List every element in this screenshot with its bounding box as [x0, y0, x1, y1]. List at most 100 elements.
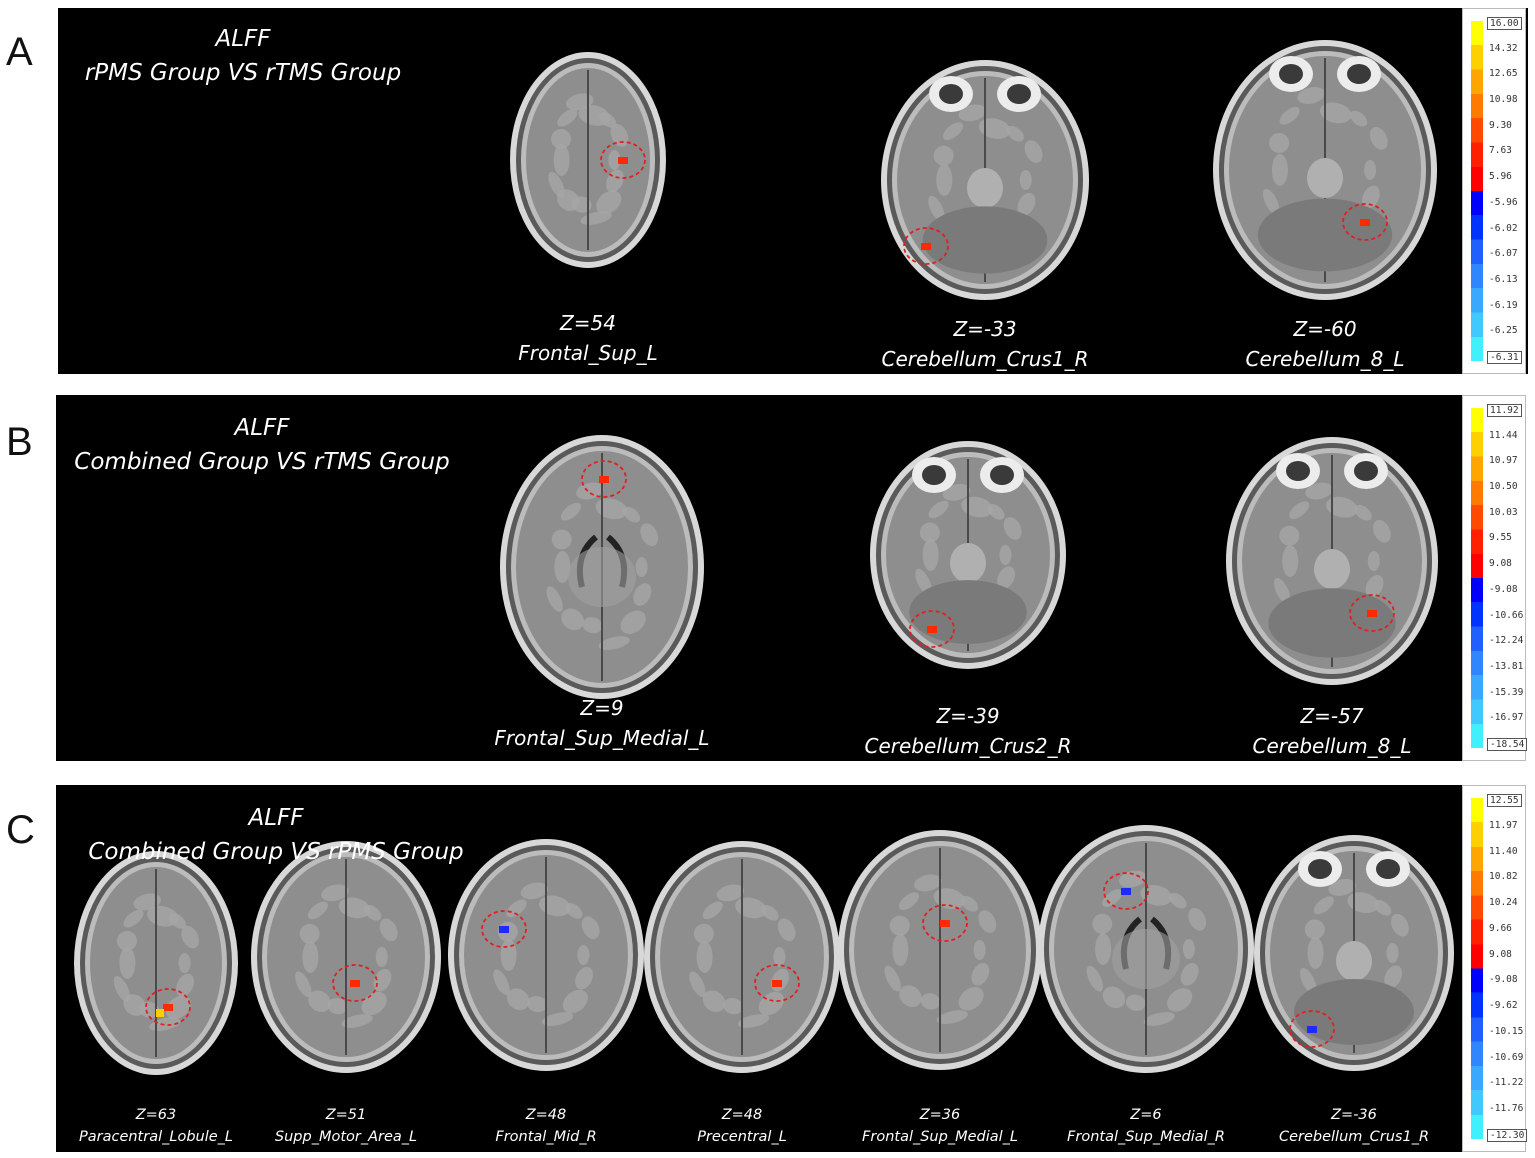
colorbar-tick-label: -5.96	[1489, 196, 1518, 208]
slice-region-name: Supp_Motor_Area_L	[274, 1128, 418, 1145]
slice-z-coordinate: Z=-60	[1293, 317, 1357, 341]
colorbar-tick-label: 9.55	[1489, 532, 1512, 544]
brain-axial-mri-icon	[1213, 40, 1437, 300]
panel-title-measure: ALFF	[248, 805, 304, 831]
colorbar-gradient	[1471, 21, 1483, 361]
panel-title-measure: ALFF	[215, 26, 271, 52]
brain-axial-mri-icon	[74, 851, 238, 1075]
brain-axial-mri-icon	[644, 841, 840, 1073]
colorbar-tick-label: -18.54	[1487, 738, 1528, 751]
panel-title: ALFF Combined Group VS rPMS Group	[56, 801, 496, 869]
colorbar-tick-label: -12.30	[1487, 1129, 1528, 1142]
colorbar-tick-label: 12.55	[1487, 794, 1522, 807]
colorbar-tick-label: -10.69	[1489, 1051, 1524, 1063]
colorbar-tick-label: 9.08	[1489, 948, 1512, 960]
slice-region-name: Cerebellum_Crus1_R	[1278, 1128, 1430, 1145]
colorbar-tick-label: -6.13	[1489, 273, 1518, 285]
slice-region-name: Cerebellum_Crus2_R	[864, 734, 1072, 758]
colorbar-tick-label: -6.31	[1487, 351, 1522, 364]
colorbar-tick-label: 11.40	[1489, 845, 1518, 857]
colorbar-tick-label: 16.00	[1487, 17, 1522, 30]
roi-circle-icon	[909, 610, 955, 648]
colorbar-tick-label: -9.08	[1489, 974, 1518, 986]
brain-axial-mri-icon	[870, 441, 1066, 669]
colorbar-tick-label: -10.66	[1489, 609, 1524, 621]
roi-circle-icon	[1289, 1010, 1335, 1048]
colorbar-tick-label: -15.39	[1489, 686, 1524, 698]
slice-region-name: Frontal_Sup_Medial_L	[494, 726, 710, 750]
colorbar-tick-label: 10.82	[1489, 871, 1518, 883]
slice-region-name: Cerebellum_8_L	[1245, 347, 1405, 371]
colorbar-tick-label: -6.02	[1489, 222, 1518, 234]
roi-circle-icon	[1349, 594, 1395, 632]
roi-circle-icon	[1342, 203, 1388, 241]
colorbar-tick-label: -6.07	[1489, 248, 1518, 260]
colorbar-tick-label: 10.24	[1489, 897, 1518, 909]
colorbar-tick-label: 9.66	[1489, 922, 1512, 934]
roi-circle-icon	[922, 904, 968, 942]
slice-z-coordinate: Z=63	[135, 1107, 177, 1123]
colorbar-tick-label: -6.25	[1489, 325, 1518, 337]
panel-label-c: C	[6, 808, 35, 852]
colorbar-tick-label: 9.08	[1489, 558, 1512, 570]
brain-axial-mri-icon	[500, 435, 704, 699]
slice-region-name: Frontal_Sup_L	[518, 341, 658, 365]
colorbar-tick-label: 12.65	[1489, 68, 1518, 80]
colorbar-tick-label: 11.97	[1489, 819, 1518, 831]
slice-z-coordinate: Z=36	[919, 1107, 961, 1123]
colorbar-tick-label: 14.32	[1489, 42, 1518, 54]
panel-title: ALFF rPMS Group VS rTMS Group	[58, 22, 428, 90]
panel-title-comparison: Combined Group VS rPMS Group	[88, 839, 464, 865]
slice-region-name: Paracentral_Lobule_L	[79, 1128, 233, 1145]
slices-svg	[500, 435, 1438, 699]
slice-z-coordinate: Z=48	[721, 1107, 763, 1123]
brain-axial-mri-icon	[510, 52, 666, 268]
colorbar-tick-label: 10.03	[1489, 506, 1518, 518]
slice-region-name: Frontal_Mid_R	[495, 1128, 597, 1145]
roi-circle-icon	[581, 460, 627, 498]
roi-circle-icon	[332, 964, 378, 1002]
panel-title-comparison: rPMS Group VS rTMS Group	[84, 60, 402, 86]
panel-label-b: B	[6, 420, 33, 464]
panel-title: ALFF Combined Group VS rTMS Group	[56, 411, 468, 479]
colorbar-tick-label: 7.63	[1489, 145, 1512, 157]
brain-axial-mri-icon	[838, 830, 1042, 1070]
brain-axial-mri-icon	[251, 841, 441, 1073]
colorbar-tick-label: -16.97	[1489, 712, 1524, 724]
colorbar-tick-label: -11.76	[1489, 1103, 1524, 1115]
slice-z-coordinate: Z=51	[325, 1107, 367, 1123]
colorbar-tick-label: -6.19	[1489, 299, 1518, 311]
colorbar-gradient	[1471, 408, 1483, 748]
roi-circle-icon	[600, 141, 646, 179]
colorbar-tick-label: 10.97	[1489, 455, 1518, 467]
colorbar-tick-label: -9.08	[1489, 583, 1518, 595]
panel-label-a: A	[6, 30, 33, 74]
slices-svg	[74, 825, 1454, 1075]
slice-z-coordinate: Z=48	[525, 1107, 567, 1123]
brain-axial-mri-icon	[1226, 437, 1438, 685]
roi-circle-icon	[481, 910, 527, 948]
slice-z-coordinate: Z=9	[580, 696, 624, 720]
roi-circle-icon	[754, 964, 800, 1002]
colorbar-gradient	[1471, 798, 1483, 1139]
brain-axial-mri-icon	[1254, 835, 1454, 1071]
slice-region-name: Frontal_Sup_Medial_L	[862, 1128, 1018, 1145]
slice-z-coordinate: Z=-33	[953, 317, 1017, 341]
